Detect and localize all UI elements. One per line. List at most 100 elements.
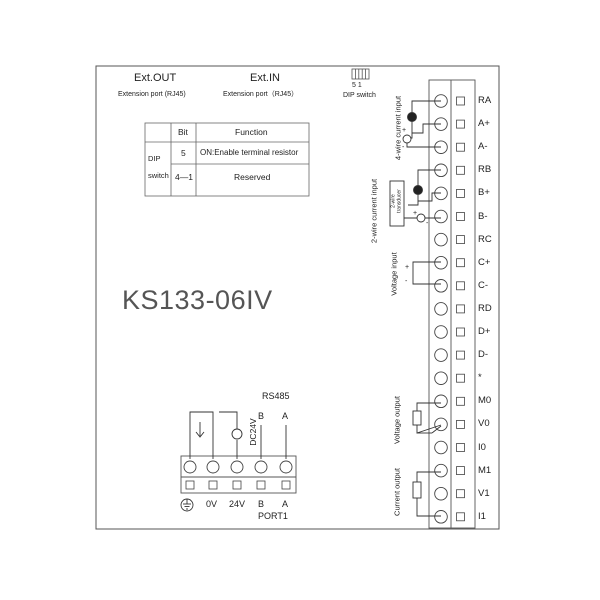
terminal-screw: [434, 510, 448, 524]
terminal-indicator: [456, 466, 465, 476]
label-current-output: Current output: [392, 468, 402, 516]
function-table-grid: [144, 122, 310, 197]
terminal-label: B+: [478, 187, 490, 199]
terminal-indicator: [456, 350, 465, 360]
ext-in-title: Ext.IN: [250, 72, 280, 84]
port1-indicator: [281, 480, 291, 490]
terminal-strip: [428, 79, 476, 529]
port1-label-b: B: [258, 499, 265, 509]
terminal-indicator: [456, 443, 465, 452]
wiring-voltage-input: [412, 261, 441, 285]
terminal-screw: [434, 348, 448, 362]
terminal-screw: [434, 486, 448, 501]
terminal-screw: [434, 463, 448, 478]
table-header-bit: Bit: [178, 127, 188, 137]
model-name: KS133-06IV: [122, 285, 273, 315]
terminal-screw: [434, 255, 448, 270]
label-voltage-input: Voltage input: [389, 252, 399, 296]
terminal-indicator: [456, 304, 465, 314]
polarity-minus: -: [402, 144, 405, 151]
terminal-screw: [434, 440, 448, 455]
table-row-label-dip: DIP: [148, 154, 161, 163]
port1-screws: [183, 460, 293, 490]
table-row-label-switch: switch: [148, 171, 169, 180]
terminal-label: RB: [478, 164, 492, 176]
port1-screw: [230, 460, 244, 474]
label-2-wire-current-input: 2-wire current input: [369, 178, 379, 244]
terminal-label: M1: [478, 464, 492, 476]
port1-label-24v: 24V: [229, 499, 246, 509]
table-cell-bit: 4—1: [175, 172, 193, 182]
terminal-label: *: [478, 372, 482, 384]
dip-bit-numbers: 5 1: [352, 82, 362, 89]
terminal-label: RC: [478, 233, 492, 245]
rs485-label: RS485: [262, 391, 290, 401]
terminal-indicator: [456, 258, 465, 268]
terminal-label: I1: [478, 510, 486, 522]
terminal-label: I0: [478, 441, 486, 453]
port1-indicator: [208, 480, 218, 490]
label-transducer-line2: transducer: [396, 189, 403, 213]
terminal-screw: [434, 209, 448, 224]
terminal-screw: [434, 417, 448, 432]
terminal-indicator: [456, 396, 465, 406]
port1-screw: [183, 460, 197, 474]
terminal-indicator: [456, 327, 465, 337]
polarity-plus: +: [413, 210, 418, 217]
ground-icon: [180, 498, 194, 512]
rs485-b-label: B: [258, 411, 265, 421]
terminal-screws: [434, 94, 465, 524]
terminal-indicator: [456, 512, 465, 522]
terminal-label: C-: [478, 279, 489, 291]
port1-indicator: [232, 480, 242, 490]
port1-indicator: [256, 480, 266, 490]
port1-screw: [206, 460, 220, 474]
terminal-label: V0: [478, 418, 490, 430]
terminal-indicator: [456, 188, 465, 198]
polarity-plus: +: [405, 264, 410, 271]
terminal-screw: [434, 279, 448, 293]
port1-label-a: A: [282, 499, 289, 509]
terminal-indicator: [456, 142, 465, 152]
terminal-label: D+: [478, 326, 491, 337]
terminal-label: M0: [478, 395, 492, 407]
terminal-indicator: [456, 165, 465, 175]
terminal-indicator: [456, 235, 465, 245]
port1-screw: [254, 460, 268, 474]
terminal-label: D-: [478, 349, 489, 361]
terminal-screw: [434, 325, 448, 339]
terminal-label: B-: [478, 210, 488, 222]
terminal-indicator: [456, 281, 465, 291]
terminal-indicator: [456, 489, 465, 499]
port1-label-0v: 0V: [206, 499, 218, 509]
label-voltage-output: Voltage output: [392, 396, 402, 444]
dip-switch-label: DIP switch: [343, 92, 376, 99]
polarity-plus: +: [402, 127, 407, 134]
terminal-indicator: [456, 419, 465, 429]
label-4-wire-current-input: 4-wire current input: [393, 95, 403, 161]
wiring-4-wire: [402, 100, 441, 148]
terminal-label: A-: [478, 141, 488, 153]
ext-out-title: Ext.OUT: [134, 72, 177, 84]
table-cell-function: Reserved: [234, 172, 271, 182]
polarity-minus: -: [405, 278, 408, 285]
table-cell-bit: 5: [181, 148, 186, 158]
wiring-current-output: [412, 471, 441, 517]
port1-wiring: [189, 411, 287, 459]
port1-indicator: [185, 480, 195, 490]
terminal-label: RD: [478, 302, 492, 314]
terminal-screw: [434, 394, 448, 409]
terminal-label: C+: [478, 256, 491, 268]
terminal-indicator: [456, 212, 465, 221]
terminal-screw: [434, 371, 448, 385]
wiring-voltage-output: [412, 402, 442, 434]
table-cell-function: ON:Enable terminal resistor: [200, 148, 299, 157]
ext-out-subtitle: Extension port (RJ45): [118, 91, 186, 98]
ext-in-subtitle: Extension port（RJ45）: [223, 91, 299, 98]
port1-name: PORT1: [258, 511, 288, 521]
polarity-minus: -: [426, 220, 429, 227]
terminal-indicator: [456, 96, 465, 106]
terminal-indicator: [456, 373, 465, 383]
